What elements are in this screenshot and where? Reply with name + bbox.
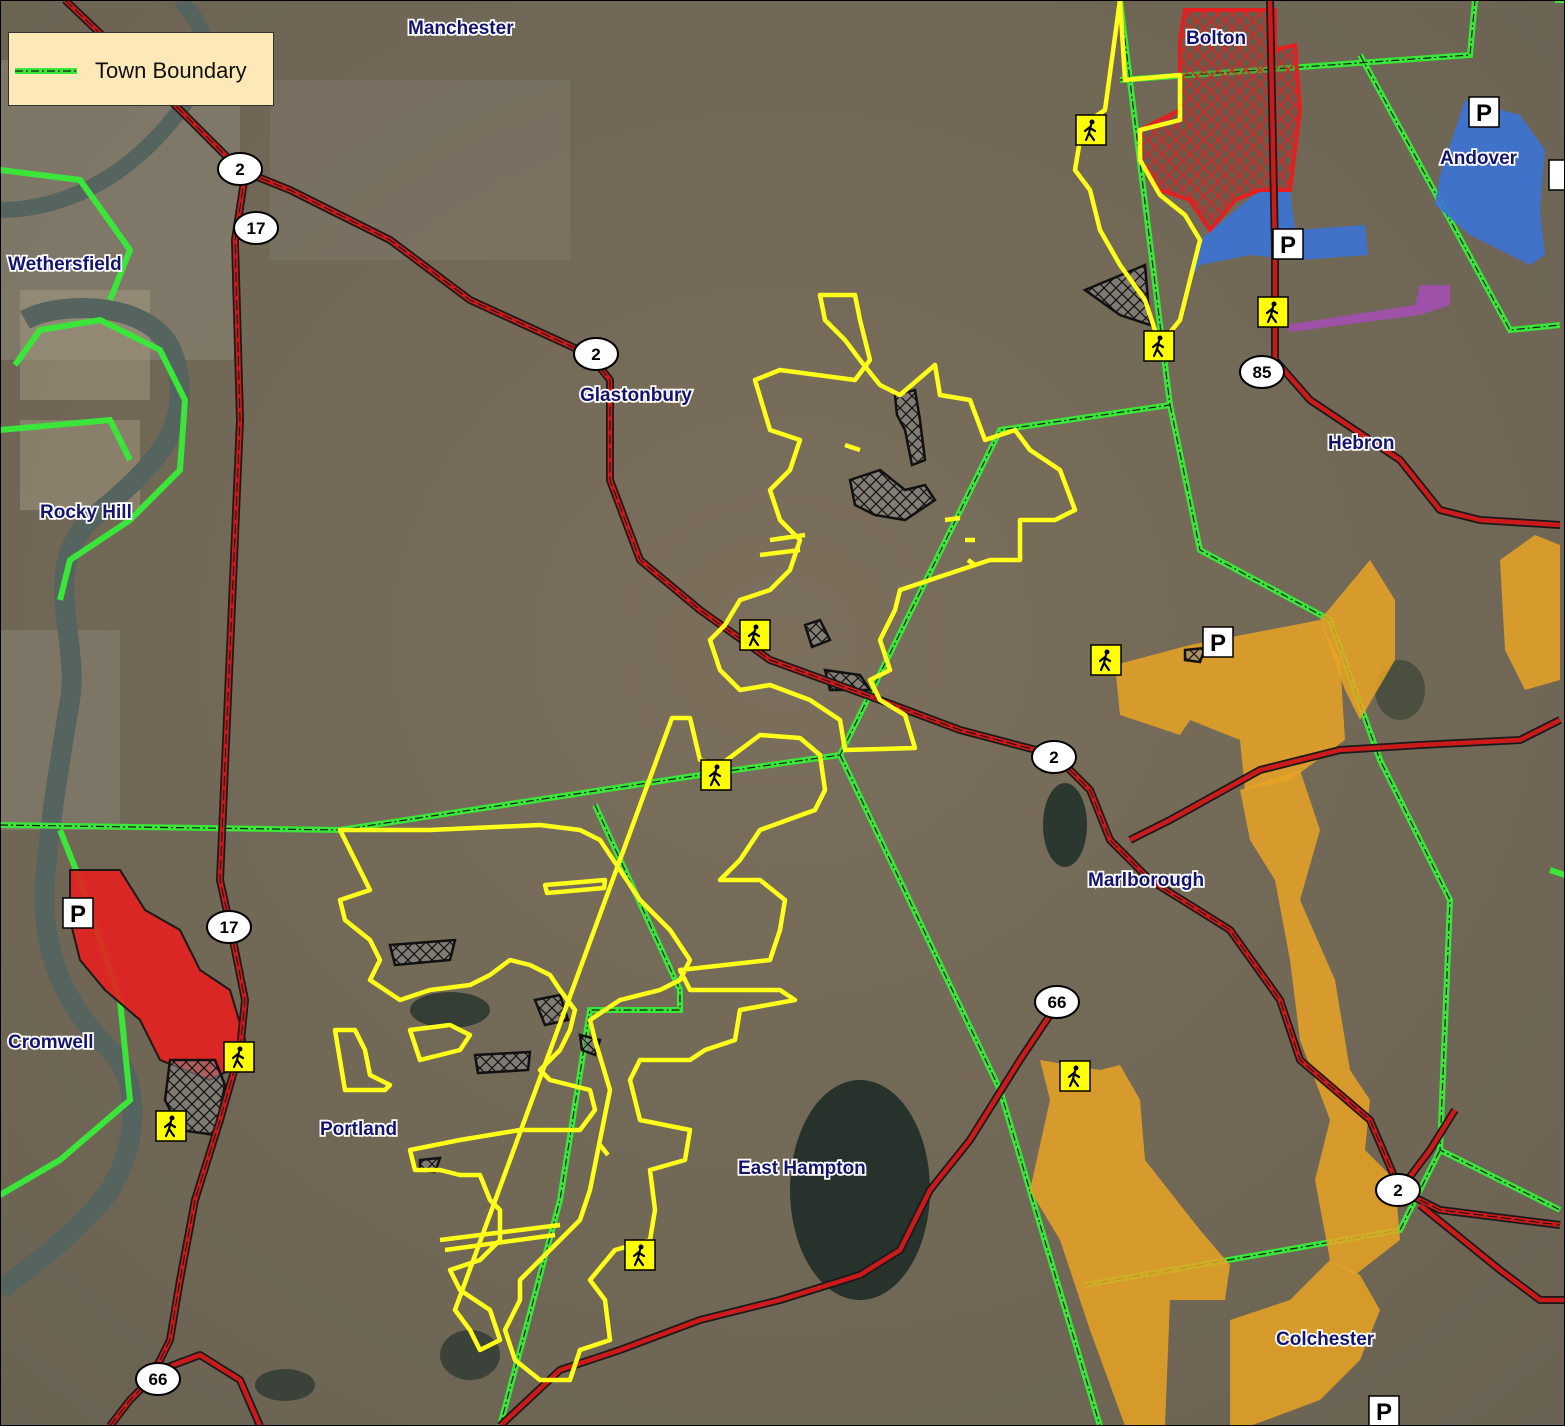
parking-markers: P P P P P (62, 96, 1565, 1426)
hiker-icon (223, 1041, 255, 1073)
hiker-markers (155, 114, 1289, 1271)
parking-icon: P (1468, 96, 1500, 128)
town-label-glastonbury: Glastonbury (580, 385, 692, 406)
town-label-rocky-hill: Rocky Hill (40, 502, 132, 523)
svg-text:P: P (70, 901, 86, 928)
hiker-icon (155, 1110, 187, 1142)
red-areas (69, 8, 1303, 1082)
svg-text:17: 17 (220, 918, 239, 937)
route-shield-66: 66 (135, 1362, 181, 1396)
legend-label-town-boundary: Town Boundary (95, 58, 247, 83)
parking-icon: P (1202, 626, 1234, 658)
town-label-hebron: Hebron (1328, 433, 1395, 454)
hiker-icon (1257, 296, 1289, 328)
route-shield-2: 2 (1375, 1173, 1421, 1207)
hiker-icon (1090, 644, 1122, 676)
route-shield-2: 2 (217, 152, 263, 186)
route-shield-66: 66 (1034, 985, 1080, 1019)
parking-icon: P (1368, 1395, 1400, 1426)
town-label-manchester: Manchester (408, 18, 514, 39)
svg-text:2: 2 (1393, 1181, 1402, 1200)
svg-text:66: 66 (149, 1370, 168, 1389)
hiker-icon (700, 759, 732, 791)
parking-icon: P (1272, 228, 1304, 260)
hatched-parcels (163, 263, 1207, 1174)
parking-icon: P (62, 897, 94, 929)
route-shield-17: 17 (233, 211, 279, 245)
route-shield-2: 2 (573, 337, 619, 371)
town-label-andover: Andover (1440, 148, 1518, 169)
svg-text:85: 85 (1253, 363, 1272, 382)
hiker-icon (739, 619, 771, 651)
hiker-icon (1143, 330, 1175, 362)
yellow-outlines (332, 0, 1203, 1383)
route-shield-85: 85 (1239, 355, 1285, 389)
svg-text:P: P (1210, 630, 1226, 657)
svg-text:P: P (1376, 1399, 1392, 1426)
svg-text:P: P (1476, 100, 1492, 127)
hiker-icon (624, 1239, 656, 1271)
route-shields: 2 17 2 85 2 17 66 2 66 (135, 152, 1421, 1396)
town-boundary-swatch (15, 68, 77, 74)
town-label-portland: Portland (320, 1119, 397, 1140)
town-labels: Manchester Bolton Andover Wethersfield G… (6, 16, 1519, 1352)
svg-text:17: 17 (247, 219, 266, 238)
svg-text:2: 2 (591, 345, 600, 364)
town-label-east-hampton: East Hampton (738, 1158, 866, 1179)
hiker-icon (1059, 1060, 1091, 1092)
svg-text:P: P (1280, 232, 1296, 259)
route-shield-17: 17 (206, 910, 252, 944)
parking-icon (1548, 159, 1565, 191)
route-shield-2: 2 (1031, 740, 1077, 774)
svg-text:2: 2 (1049, 748, 1058, 767)
town-label-wethersfield: Wethersfield (8, 254, 122, 275)
purple-trail (1285, 285, 1450, 332)
town-label-marlborough: Marlborough (1088, 870, 1204, 891)
svg-text:2: 2 (235, 160, 244, 179)
legend: Town Boundary (8, 32, 274, 106)
hiker-icon (1075, 114, 1107, 146)
town-label-bolton: Bolton (1186, 28, 1246, 49)
svg-text:66: 66 (1048, 993, 1067, 1012)
town-label-cromwell: Cromwell (8, 1032, 94, 1053)
town-label-colchester: Colchester (1276, 1329, 1375, 1350)
orange-areas (1030, 535, 1560, 1426)
